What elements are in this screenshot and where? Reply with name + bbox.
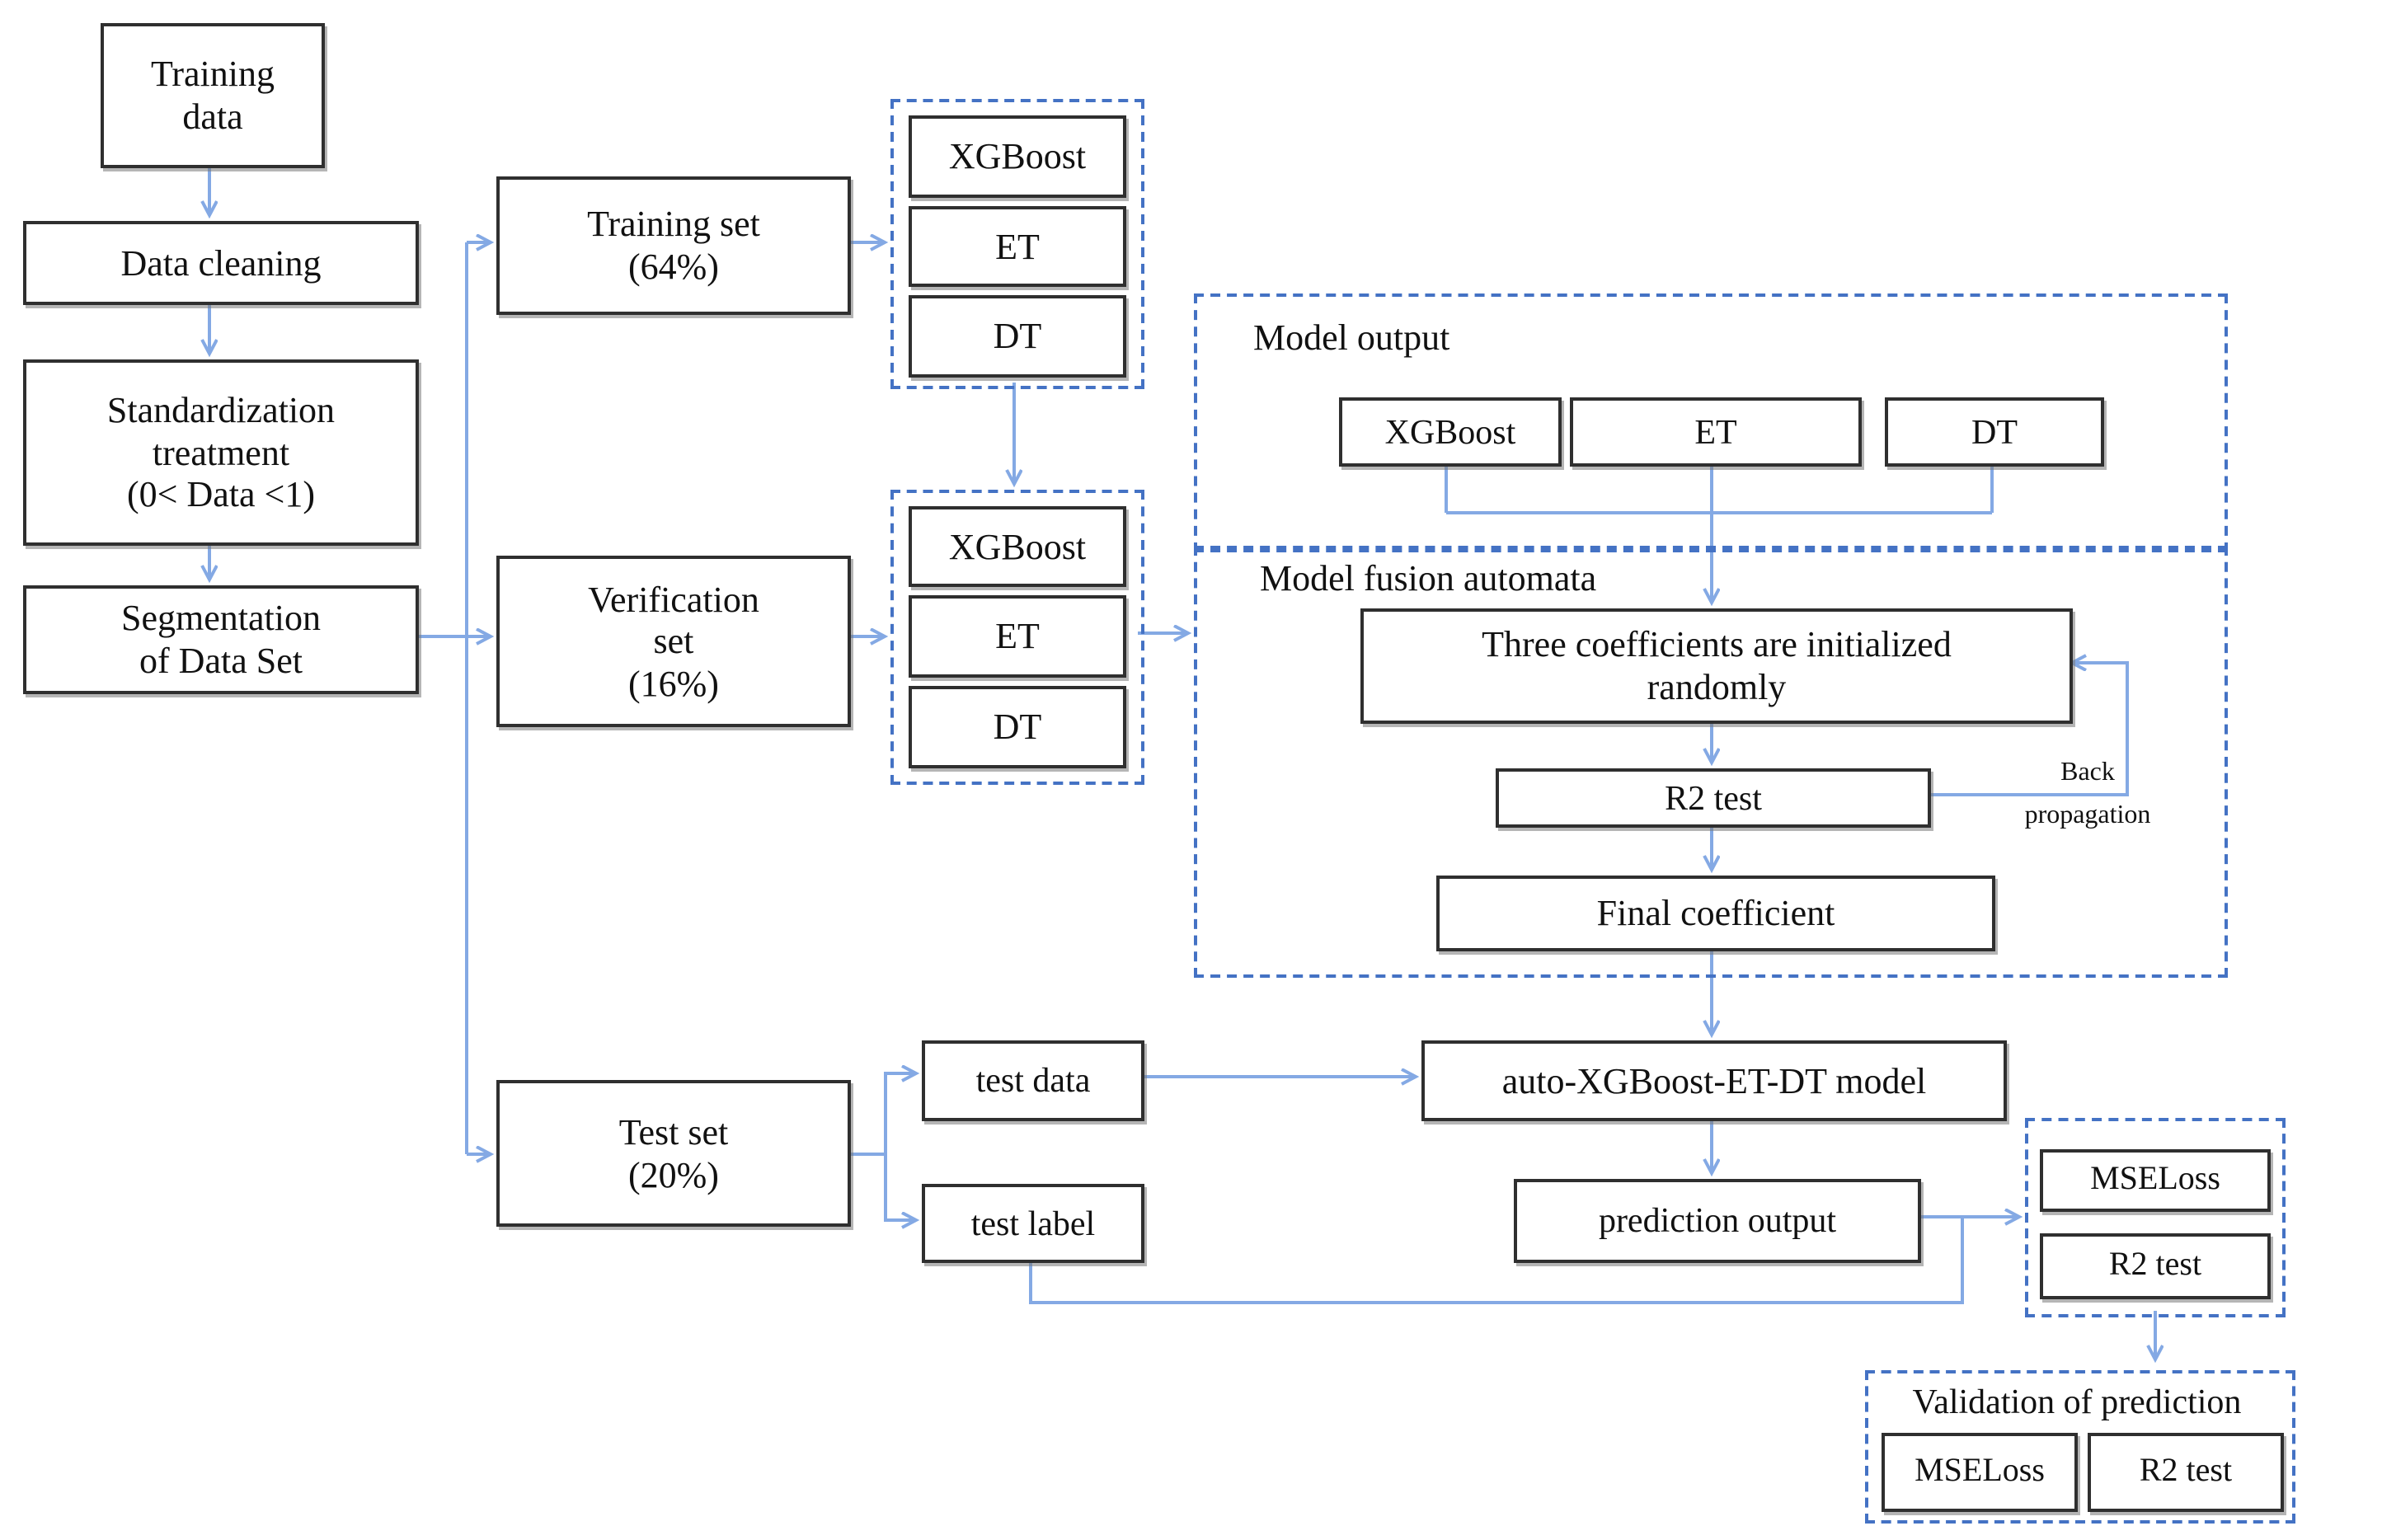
node-prediction-output: prediction output: [1514, 1179, 1921, 1263]
node-training-set: Training set (64%): [496, 176, 851, 315]
node-training-data: Training data: [101, 23, 325, 168]
node-verification-set: Verification set (16%): [496, 556, 851, 727]
group-models-training: [890, 99, 1144, 389]
node-test-label: test label: [922, 1184, 1144, 1263]
node-training-xgboost: XGBoost: [909, 115, 1126, 198]
node-segmentation: Segmentation of Data Set: [23, 585, 419, 694]
node-r2-test-metric: R2 test: [2040, 1233, 2271, 1299]
group-test-metrics: [2025, 1118, 2286, 1317]
node-verification-xgboost: XGBoost: [909, 506, 1126, 587]
node-final-coefficient: Final coefficient: [1436, 876, 1995, 951]
node-test-set: Test set (20%): [496, 1080, 851, 1227]
node-mseloss-metric: MSELoss: [2040, 1149, 2271, 1212]
back-propagation-label-line2: propagation: [2024, 801, 2151, 829]
group-models-verification: [890, 490, 1144, 785]
node-training-et: ET: [909, 206, 1126, 287]
node-validation-r2-test: R2 test: [2088, 1433, 2284, 1512]
node-three-coefficients: Three coefficients are initialized rando…: [1360, 608, 2073, 724]
validation-title: Validation of prediction: [1912, 1382, 2242, 1421]
node-standardization: Standardization treatment (0< Data <1): [23, 359, 419, 546]
back-propagation-label-line1: Back: [2060, 758, 2115, 786]
region-model-output: [1194, 293, 2228, 552]
node-validation-mseloss: MSELoss: [1882, 1433, 2078, 1512]
node-output-xgboost: XGBoost: [1339, 397, 1562, 467]
node-test-data: test data: [922, 1040, 1144, 1121]
node-verification-et: ET: [909, 595, 1126, 678]
node-auto-model: auto-XGBoost-ET-DT model: [1421, 1040, 2007, 1121]
group-validation: [1865, 1370, 2295, 1524]
node-output-dt: DT: [1885, 397, 2104, 467]
model-output-title: Model output: [1253, 317, 1450, 358]
node-data-cleaning: Data cleaning: [23, 221, 419, 305]
region-model-fusion: [1194, 546, 2228, 978]
node-r2-test-fusion: R2 test: [1496, 768, 1931, 828]
node-verification-dt: DT: [909, 686, 1126, 768]
model-fusion-title: Model fusion automata: [1260, 557, 1597, 599]
node-output-et: ET: [1570, 397, 1862, 467]
node-training-dt: DT: [909, 295, 1126, 378]
